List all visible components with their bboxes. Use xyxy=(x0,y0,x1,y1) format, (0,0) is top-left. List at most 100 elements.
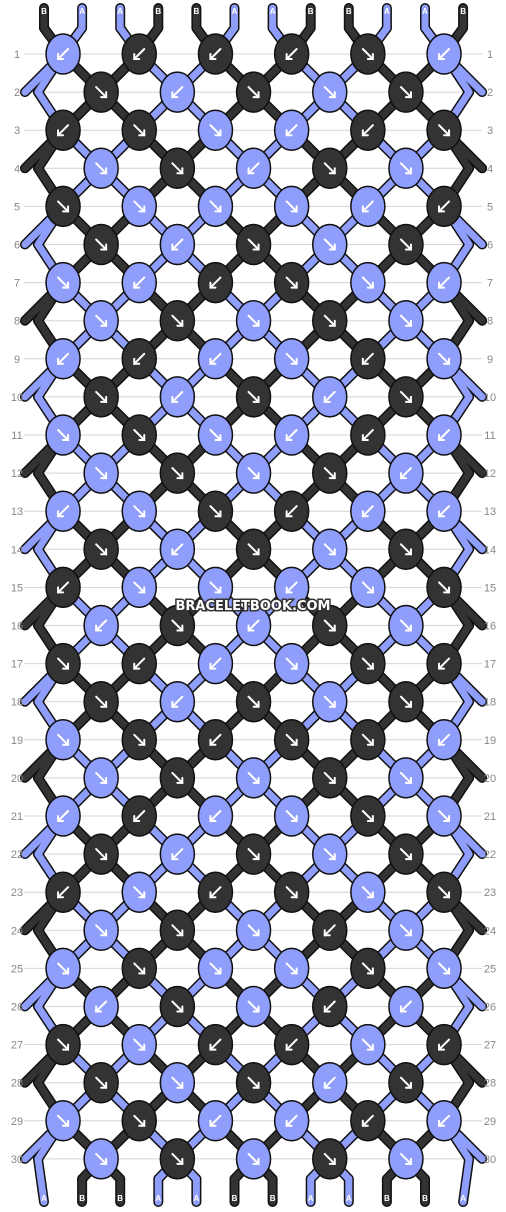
knot-arrow-icon xyxy=(57,200,70,213)
knot xyxy=(388,909,424,952)
knot-arrow-icon xyxy=(438,505,451,518)
row-number-left: 24 xyxy=(11,925,23,937)
knot-arrow-icon xyxy=(57,733,70,746)
knot xyxy=(121,1023,157,1066)
knot xyxy=(273,1100,310,1142)
knot-arrow-head xyxy=(404,929,412,937)
row-number-right: 28 xyxy=(484,1078,496,1090)
knot-arrow-icon xyxy=(399,162,412,175)
knot xyxy=(273,338,310,380)
knot-arrow-head xyxy=(209,357,217,365)
knot-arrow-icon xyxy=(133,962,146,975)
knot xyxy=(426,1100,462,1142)
row-number-right: 4 xyxy=(487,163,493,175)
row-number-right: 10 xyxy=(484,392,496,404)
knot xyxy=(312,1138,348,1180)
strand-label-bottom: B xyxy=(384,1194,390,1203)
knot-arrow-icon xyxy=(57,276,70,289)
knot xyxy=(235,1138,272,1180)
knot-arrow-head xyxy=(290,205,298,213)
knot xyxy=(273,185,310,228)
knot-arrow-head xyxy=(404,548,412,556)
knot-arrow-head xyxy=(57,815,65,822)
knot-arrow-icon xyxy=(399,1076,412,1089)
knot xyxy=(426,490,462,532)
knot-arrow-head xyxy=(57,357,65,365)
row-number-right: 24 xyxy=(484,925,496,937)
knot-arrow-icon xyxy=(285,429,298,441)
knot xyxy=(426,109,462,151)
knot-arrow-head xyxy=(328,853,336,861)
knot-arrow-head xyxy=(290,662,298,670)
row-number-left: 22 xyxy=(11,849,23,861)
knot-arrow-icon xyxy=(399,314,412,327)
knot-arrow-head xyxy=(138,738,146,746)
knot-arrow-head xyxy=(252,853,260,861)
knot-arrow-icon xyxy=(438,733,451,746)
knot-arrow-head xyxy=(209,662,217,670)
knot-arrow-head xyxy=(404,624,412,632)
knot xyxy=(197,338,234,380)
knot-arrow-icon xyxy=(133,733,146,746)
knot-arrow-icon xyxy=(361,886,374,899)
knot xyxy=(197,947,234,990)
knot xyxy=(159,909,196,952)
knot xyxy=(159,299,196,342)
knot xyxy=(197,414,234,456)
knot xyxy=(83,299,119,342)
knot-arrow-head xyxy=(209,1043,217,1051)
knot xyxy=(159,680,196,723)
knot xyxy=(350,338,386,380)
knot-arrow-icon xyxy=(171,467,184,480)
row-number-left: 1 xyxy=(14,49,20,61)
knot-arrow-icon xyxy=(171,238,184,251)
knot-arrow-head xyxy=(252,243,260,251)
knot-arrow-head xyxy=(290,281,298,289)
knot-arrow-icon xyxy=(57,581,70,594)
knot-arrow-head xyxy=(328,624,336,632)
knot-arrow-icon xyxy=(438,1114,451,1127)
knot-arrow-icon xyxy=(247,848,260,861)
knot-arrow-icon xyxy=(95,1000,108,1013)
knot xyxy=(426,947,462,990)
strand-label-bottom: B xyxy=(270,1194,276,1203)
knot-arrow-icon xyxy=(133,657,146,670)
knot-arrow-head xyxy=(176,1157,184,1165)
row-number-left: 9 xyxy=(14,354,20,366)
knot xyxy=(235,528,272,571)
knot xyxy=(312,299,348,342)
knot-arrow-icon xyxy=(361,352,374,365)
knot-arrow-head xyxy=(366,738,374,746)
knot-arrow-head xyxy=(366,586,374,594)
knot-arrow-head xyxy=(95,624,103,632)
knot xyxy=(388,528,424,571)
strand-label-bottom: B xyxy=(422,1194,428,1203)
knot xyxy=(45,642,81,685)
knot-arrow-icon xyxy=(209,124,222,137)
knot xyxy=(426,414,462,456)
knot-arrow-icon xyxy=(209,429,222,441)
knot xyxy=(83,757,119,799)
knot-arrow-head xyxy=(404,395,412,403)
row-number-right: 12 xyxy=(484,468,496,480)
knot xyxy=(197,566,234,609)
knot-arrow-head xyxy=(361,434,369,441)
strand-label-top: B xyxy=(308,7,314,16)
knot xyxy=(235,147,272,190)
knot-arrow-icon xyxy=(247,771,260,784)
row-number-left: 12 xyxy=(11,468,23,480)
row-number-right: 17 xyxy=(484,659,496,671)
knot-arrow-head xyxy=(290,891,298,899)
knot xyxy=(45,338,81,380)
knot-arrow-head xyxy=(438,738,446,746)
row-number-left: 14 xyxy=(11,544,23,556)
knot xyxy=(235,299,272,342)
knot-arrow-head xyxy=(438,662,446,670)
knot-arrow-icon xyxy=(438,200,451,213)
row-number-left: 13 xyxy=(11,506,23,518)
knot-arrow-head xyxy=(438,53,446,60)
knot-arrow-icon xyxy=(57,1038,70,1051)
knot-arrow-head xyxy=(100,167,108,175)
knot-arrow-icon xyxy=(323,924,336,937)
